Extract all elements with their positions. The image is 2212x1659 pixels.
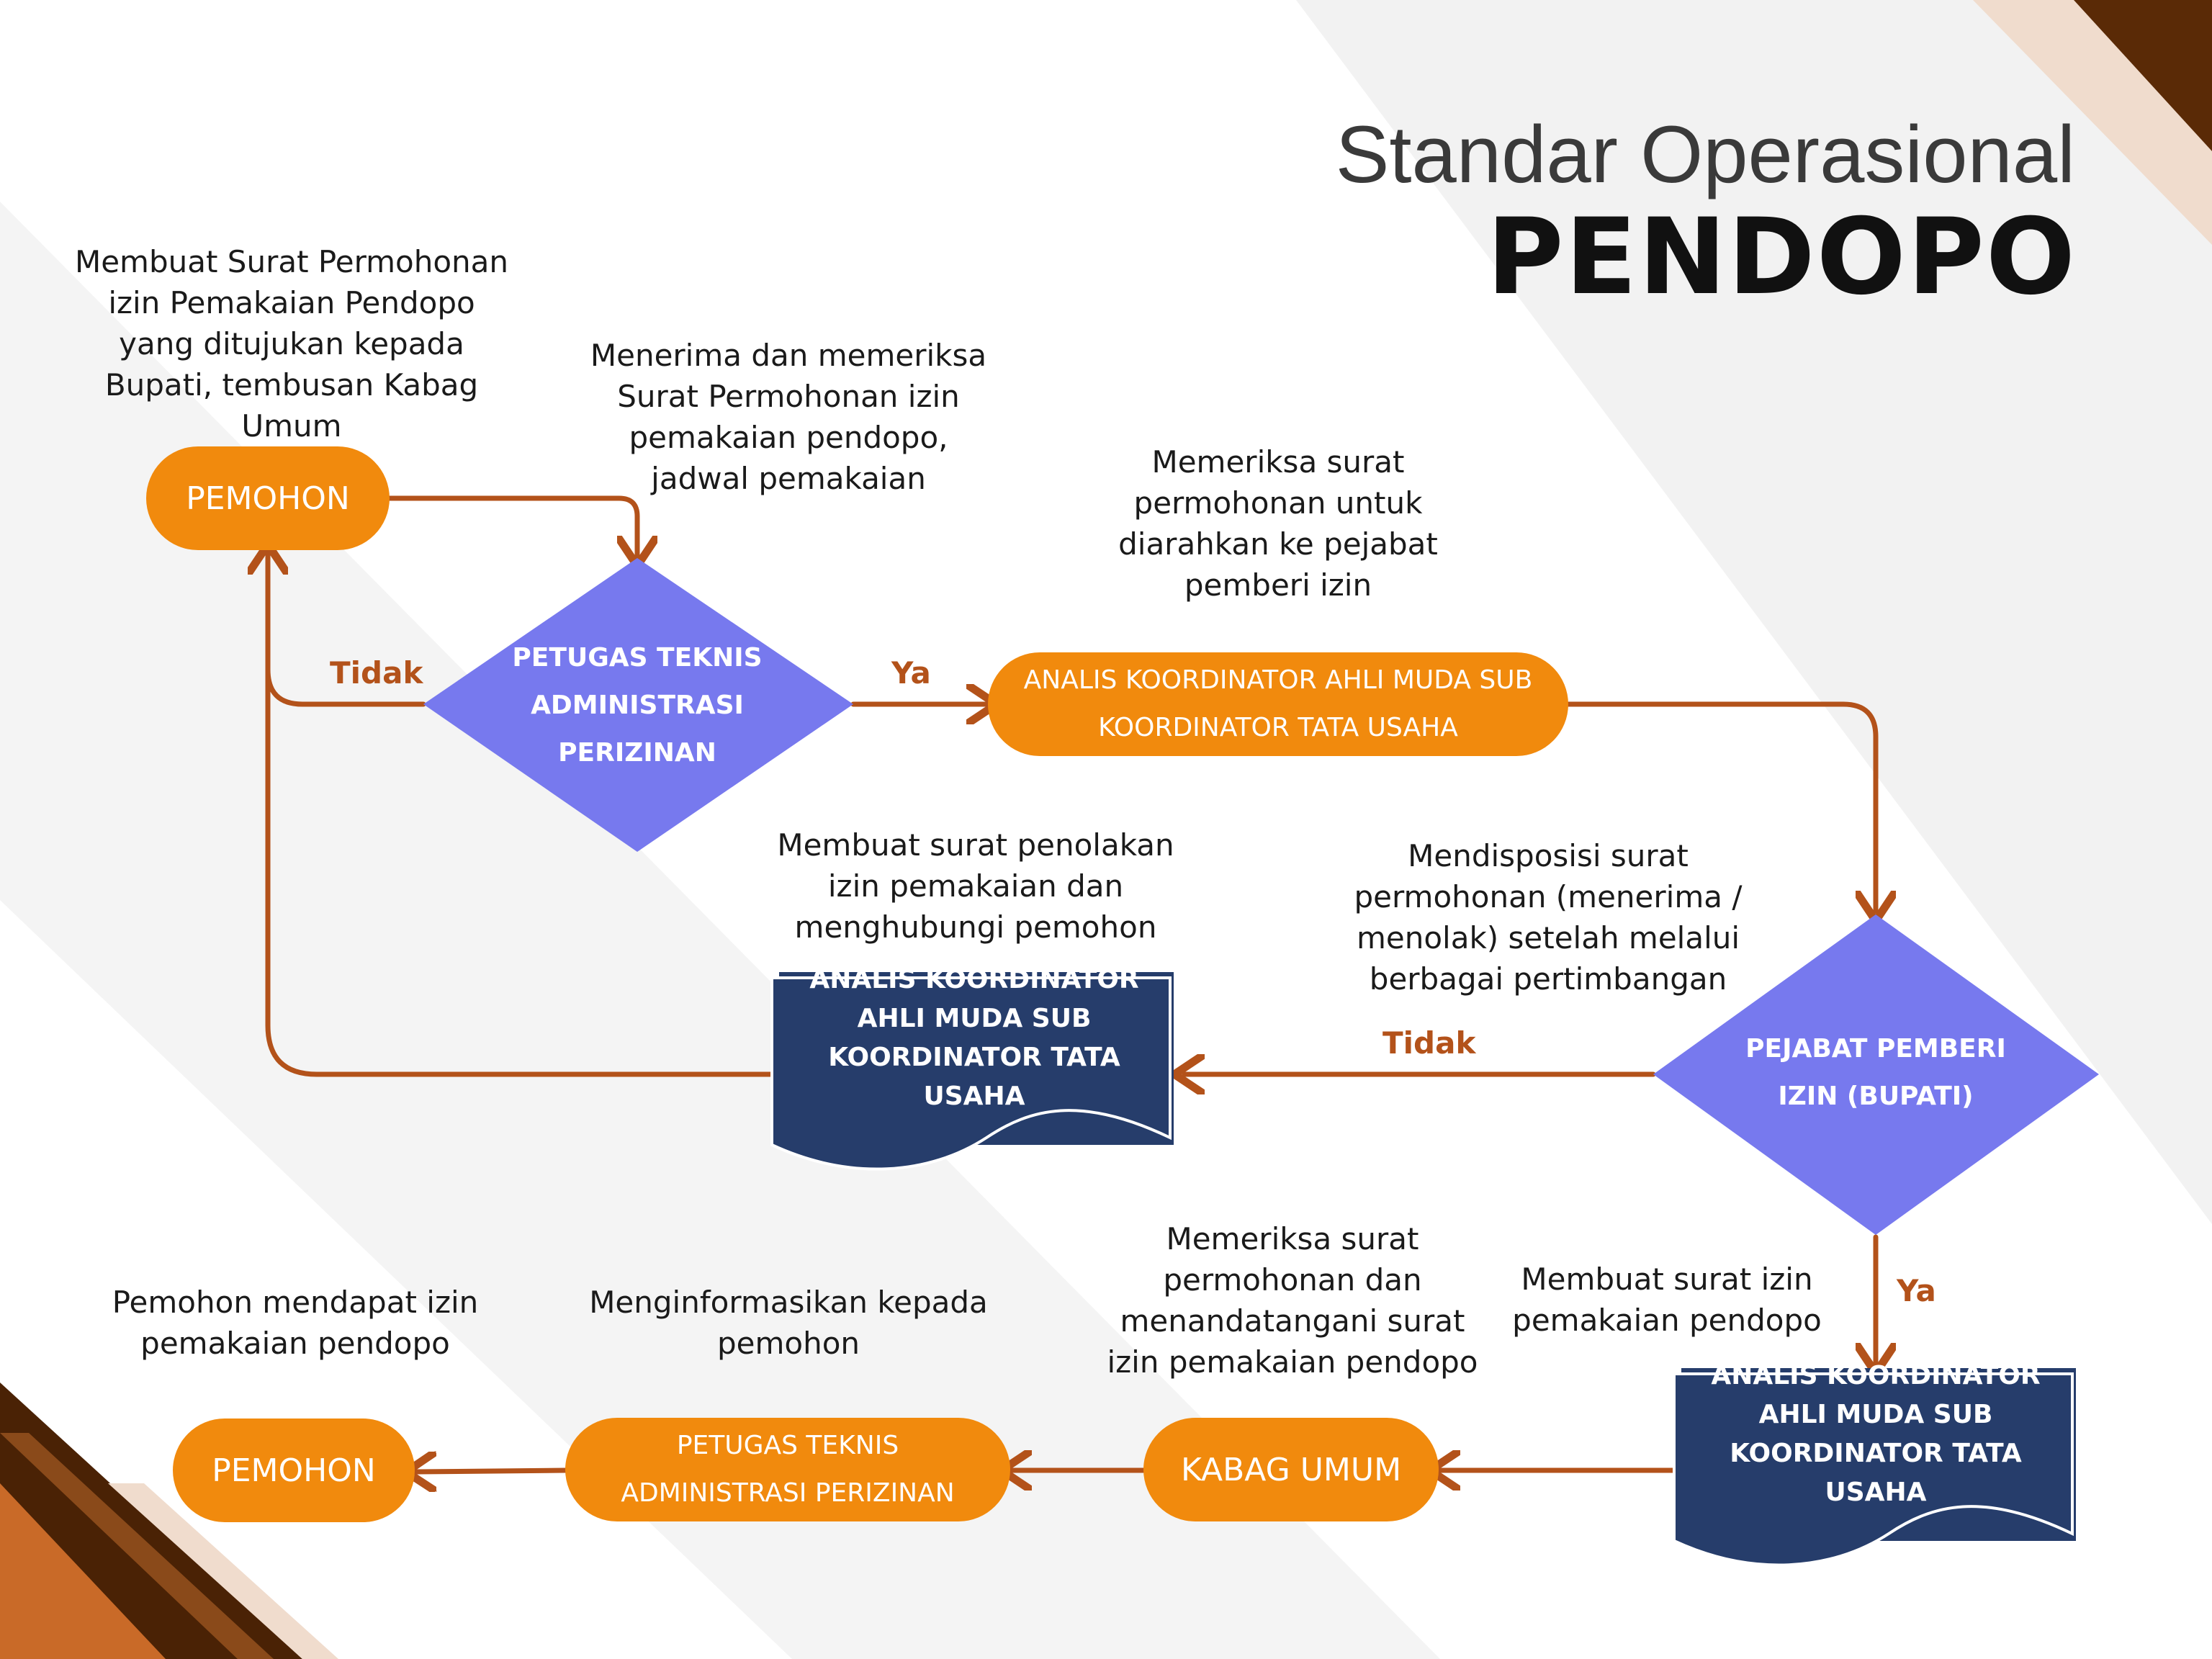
petugas-pill [565, 1418, 1010, 1521]
reject-document-label: ANALIS KOORDINATOR AHLI MUDA SUB KOORDIN… [809, 965, 1138, 1111]
petugas-diamond [423, 558, 853, 852]
corner-stripe-light [1973, 0, 2212, 245]
pemohon-start-label: PEMOHON [186, 480, 350, 517]
pejabat-diamond [1653, 914, 2099, 1235]
arrow-reject-to-pemohon [265, 544, 775, 1077]
title-line2: PENDOPO [1486, 196, 2077, 318]
arrow-petugas-to-pemohon [416, 1470, 568, 1472]
pemohon-end-label: PEMOHON [212, 1452, 376, 1489]
kabag-umum-pill [1143, 1418, 1439, 1521]
petugas-diamond-label: PETUGAS TEKNIS ADMINISTRASI PERIZINAN [512, 643, 763, 768]
pemohon-start-pill [146, 446, 390, 550]
desc-mendisposisi: Mendisposisi surat permohonan (menerima … [1354, 838, 1743, 997]
desc-menandatangani: Memeriksa surat permohonan dan menandata… [1107, 1221, 1478, 1380]
edge-label-ya-1: Ya [891, 655, 931, 691]
edge-label-ya-2: Ya [1897, 1273, 1936, 1308]
desc-pemohon-mendapat-izin: Pemohon mendapat izin pemakaian pendopo [112, 1285, 479, 1361]
title-line1: Standar Operasional [1335, 109, 2075, 199]
pejabat-diamond-label: PEJABAT PEMBERI IZIN (BUPATI) [1745, 1034, 2006, 1111]
desc-membuat-surat-permohonan: Membuat Surat Permohonan izin Pemakaian … [74, 244, 509, 444]
arrow-analis-to-pejabat [1565, 701, 1876, 911]
bg-grey-band [1296, 0, 2212, 1224]
corner-stripe-bottom-orange [0, 1483, 166, 1659]
desc-surat-penolakan: Membuat surat penolakan izin pemakaian d… [777, 827, 1174, 945]
analis-pill [988, 652, 1568, 756]
permit-document-label: ANALIS KOORDINATOR AHLI MUDA SUB KOORDIN… [1711, 1361, 2040, 1507]
arrow-pemohon-to-petugas [386, 495, 637, 556]
bg-grey-band-lower [0, 202, 1440, 1659]
desc-menginformasikan: Menginformasikan kepada pemohon [589, 1285, 988, 1361]
pemohon-end-pill [173, 1419, 415, 1522]
permit-document-shape [1673, 1368, 2076, 1567]
analis-pill-label: ANALIS KOORDINATOR AHLI MUDA SUB KOORDIN… [1023, 665, 1533, 742]
reject-document-shape [770, 972, 1174, 1171]
kabag-umum-label: KABAG UMUM [1180, 1451, 1402, 1488]
corner-stripe-bottom-mid [0, 1433, 274, 1659]
corner-stripe-dark [2074, 0, 2212, 151]
desc-menerima-memeriksa: Menerima dan memeriksa Surat Permohonan … [590, 338, 987, 496]
desc-membuat-surat-izin: Membuat surat izin pemakaian pendopo [1512, 1262, 1822, 1338]
edge-label-tidak-2: Tidak [1382, 1025, 1476, 1061]
edge-label-tidak-1: Tidak [330, 655, 423, 691]
petugas-pill-label: PETUGAS TEKNIS ADMINISTRASI PERIZINAN [621, 1431, 955, 1508]
desc-memeriksa-diarahkan: Memeriksa surat permohonan untuk diarahk… [1118, 444, 1438, 603]
corner-stripe-bottom-light [108, 1483, 338, 1659]
